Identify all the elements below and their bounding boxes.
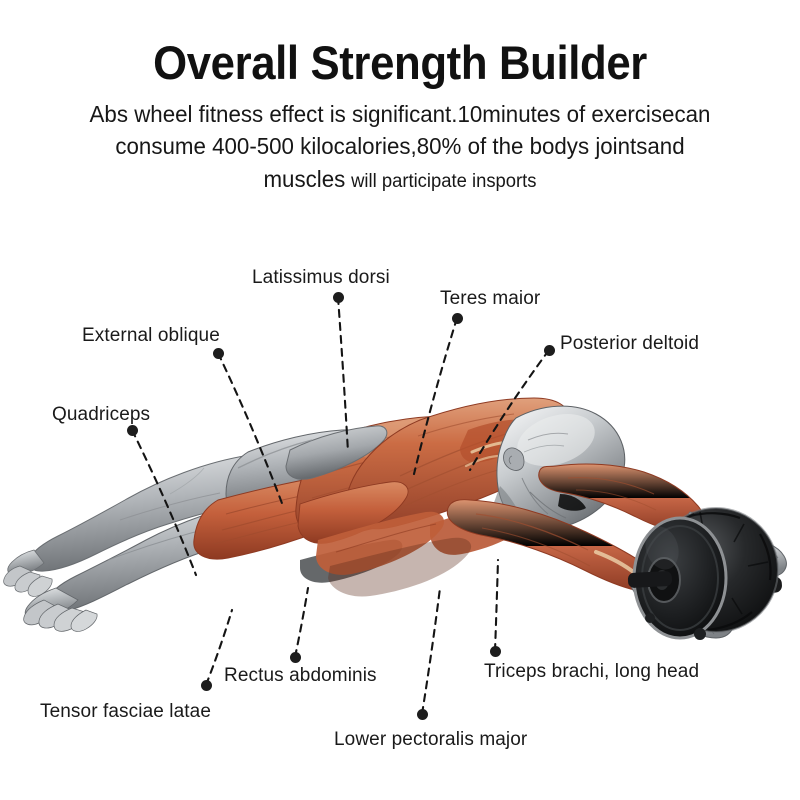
callout-dot-triceps-brachi [489, 645, 501, 657]
callout-label-teres-maior: Teres maior [440, 288, 541, 309]
callout-dot-latissimus-dorsi [332, 291, 344, 303]
subtitle-line-1: Abs wheel fitness effect is significant.… [89, 100, 711, 127]
subtitle-line-3-tail: will participate insports [351, 171, 537, 193]
page-subtitle: Abs wheel fitness effect is significant.… [12, 98, 788, 196]
callout-label-quadriceps: Quadriceps [52, 404, 151, 425]
external-oblique-muscle [297, 481, 409, 544]
callout-label-latissimus-dorsi: Latissimus dorsi [252, 267, 390, 288]
callout-dot-teres-maior [451, 312, 463, 324]
page-title: Overall Strength Builder [153, 36, 647, 89]
callout-dot-lower-pectoralis [416, 708, 428, 720]
subtitle-line-3: muscles will participate insports [37, 163, 763, 196]
subtitle-line-3-lead: muscles [263, 166, 346, 193]
callout-dot-quadriceps [126, 424, 138, 436]
callout-label-lower-pectoralis: Lower pectoralis major [334, 729, 528, 750]
header: Overall Strength Builder Abs wheel fitne… [0, 0, 800, 196]
callout-label-posterior-deltoid: Posterior deltoid [560, 333, 699, 354]
far-foot [3, 549, 53, 597]
callout-dot-tensor-fasciae-latae [200, 679, 212, 691]
callout-dot-posterior-deltoid [543, 344, 555, 356]
triceps-long-head-muscle [446, 499, 664, 593]
callout-dot-rectus-abdominis [289, 651, 301, 663]
rectus-abdominis-muscle [316, 511, 445, 575]
callout-label-triceps-brachi: Triceps brachi, long head [484, 661, 700, 682]
callout-label-tensor-fasciae-latae: Tensor fasciae latae [40, 701, 211, 722]
callout-label-external-oblique: External oblique [82, 325, 220, 346]
near-foot [23, 587, 98, 632]
callout-label-rectus-abdominis: Rectus abdominis [224, 665, 377, 686]
callout-dot-external-oblique [212, 347, 224, 359]
subtitle-line-2: consume 400-500 kilocalories,80% of the … [115, 133, 685, 160]
ab-wheel [627, 507, 782, 640]
